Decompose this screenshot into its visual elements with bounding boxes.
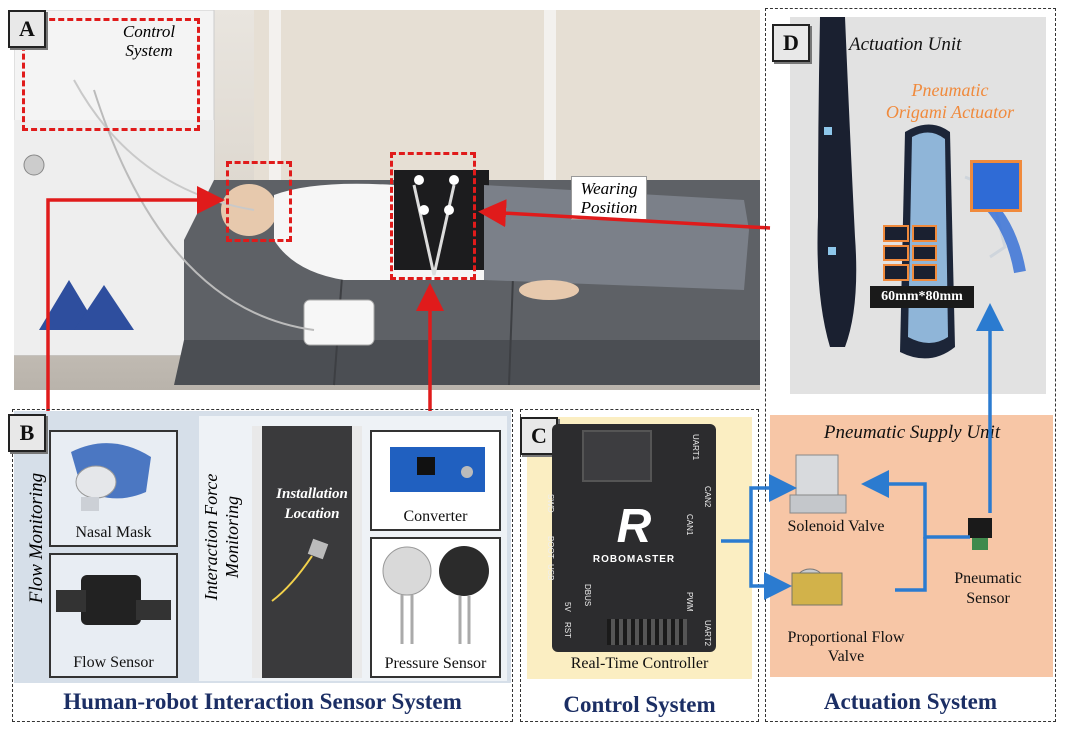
panel-d-label: D <box>772 24 810 62</box>
origami-zoom-box <box>970 160 1022 212</box>
origami-cell <box>883 244 909 262</box>
pneumatic-supply-unit-label: Pneumatic Supply Unit <box>823 422 1001 443</box>
board-brand-text: ROBOMASTER <box>592 554 676 565</box>
converter-card: Converter <box>370 430 501 531</box>
abdomen-box <box>390 152 476 280</box>
board-port-boot: BOOT <box>546 536 555 559</box>
nasal-mask-caption: Nasal Mask <box>75 524 152 541</box>
pressure-sensor-caption: Pressure Sensor <box>384 655 487 672</box>
board-port-uart1: UART1 <box>691 434 700 461</box>
solenoid-valve-caption: Solenoid Valve <box>787 518 885 535</box>
origami-cell-grid <box>883 225 937 281</box>
panel-c-title: Control System <box>563 692 716 717</box>
converter-illustration <box>390 447 485 492</box>
interaction-force-monitoring-label: Interaction Force Monitoring <box>201 473 242 601</box>
converter-caption: Converter <box>403 508 468 525</box>
nasal-mask-illustration <box>71 443 151 511</box>
origami-cell <box>883 225 909 242</box>
nasal-mask-box <box>226 161 292 242</box>
panel-d-title: Actuation System <box>823 689 998 714</box>
controller-board: R ROBOMASTER UART1 SWD BOOT USB CAN2 CAN… <box>546 424 716 652</box>
belt-sensor-illustration <box>271 538 329 602</box>
origami-cell <box>911 264 937 281</box>
dimension-badge: 60mm*80mm <box>870 286 974 308</box>
origami-cell <box>911 244 937 262</box>
board-port-5v: 5V <box>563 602 572 612</box>
wearing-position-tag: Wearing Position <box>571 176 647 220</box>
board-port-pwm: PWM <box>685 592 694 612</box>
pneumatic-origami-actuator-label: Pneumatic Origami Actuator <box>885 80 1015 122</box>
control-system-tag: Control System <box>122 22 176 60</box>
board-port-dbus: DBUS <box>583 584 592 607</box>
panel-b <box>12 409 513 722</box>
board-port-can1: CAN1 <box>685 514 694 536</box>
board-port-can2: CAN2 <box>703 486 712 508</box>
belt-photo <box>252 426 362 678</box>
nasal-mask-card: Nasal Mask <box>49 430 178 547</box>
control-system-box <box>22 18 200 131</box>
board-logo-mark: R <box>616 500 652 553</box>
real-time-controller-caption: Real-Time Controller <box>570 655 709 672</box>
board-port-usb: USB <box>546 564 555 581</box>
installation-location-label: Installation Location <box>276 486 348 522</box>
panel-d <box>765 8 1056 722</box>
origami-cell <box>911 225 937 242</box>
panel-a-label: A <box>8 10 46 48</box>
panel-b-title: Human-robot Interaction Sensor System <box>63 689 462 714</box>
board-header-connector <box>582 430 652 482</box>
origami-cell <box>883 264 909 281</box>
board-port-swd: SWD <box>546 494 555 513</box>
proportional-flow-valve-caption: Proportional Flow Valve <box>787 629 905 665</box>
panel-b-label: B <box>8 414 46 452</box>
pressure-sensor-card: Pressure Sensor <box>370 537 501 678</box>
pressure-sensor-illustration <box>382 546 489 644</box>
actuation-unit-label: Actuation Unit <box>849 34 962 55</box>
flow-sensor-illustration <box>56 575 171 625</box>
board-port-uart2: UART2 <box>703 620 712 647</box>
board-pin-header <box>607 619 687 645</box>
valve-illustrations <box>789 454 992 606</box>
flow-sensor-card: Flow Sensor <box>49 553 178 678</box>
flow-monitoring-label: Flow Monitoring <box>26 472 47 604</box>
flow-sensor-caption: Flow Sensor <box>73 654 154 671</box>
pneumatic-sensor-caption: Pneumatic Sensor <box>954 570 1022 607</box>
board-port-rst: RST <box>563 622 572 638</box>
